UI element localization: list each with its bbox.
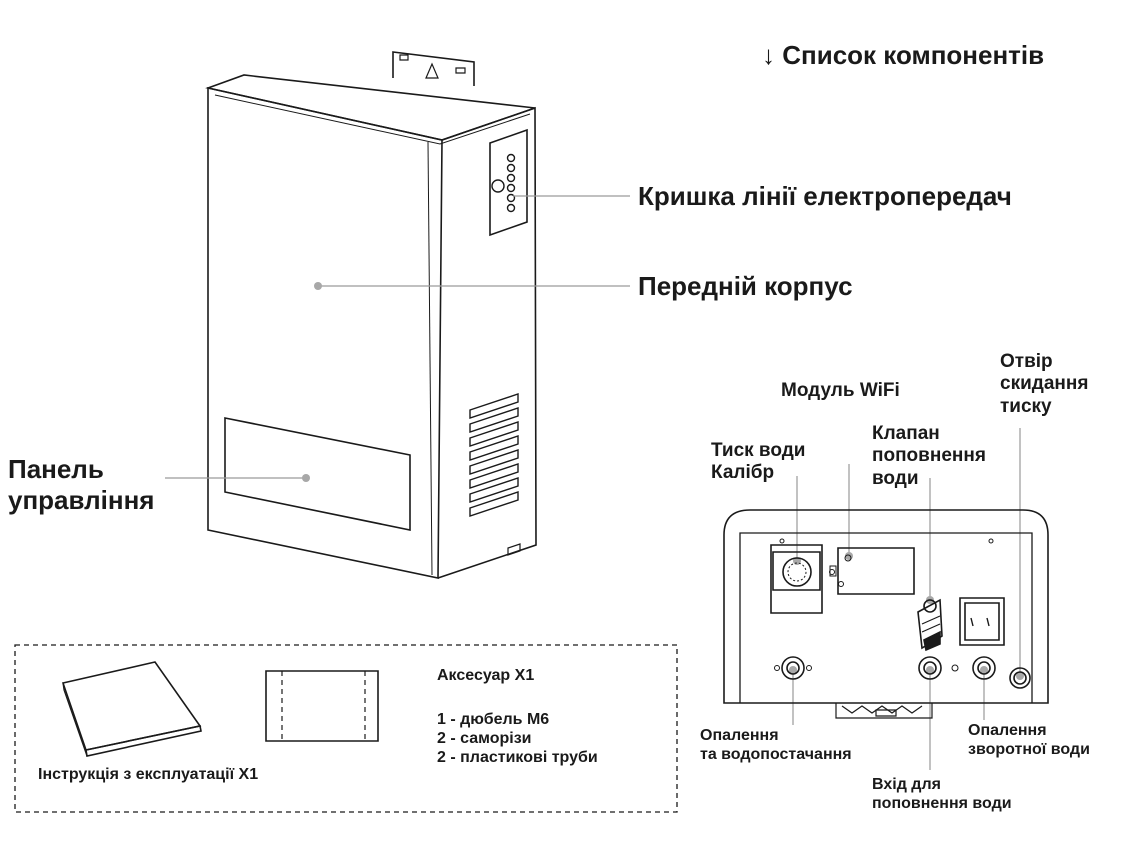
- arrow-down-icon: ↓: [762, 40, 775, 70]
- label-front-case: Передній корпус: [638, 271, 853, 301]
- side-vents: [469, 393, 519, 517]
- control-panel-window: [224, 417, 411, 531]
- accessories-box: [14, 644, 678, 813]
- label-wifi-module: Модуль WiFi: [781, 380, 900, 401]
- mounting-bracket: [392, 51, 475, 86]
- label-heating-return: Опалення зворотної води: [968, 722, 1090, 758]
- fill-valve: [917, 598, 943, 652]
- boiler-bottom-view: [723, 509, 1049, 719]
- bottom-bracket: [835, 703, 933, 719]
- side-face: [437, 106, 537, 579]
- page-title: ↓ Список компонентів: [762, 40, 1045, 70]
- accessories-heading: Аксесуар X1: [437, 667, 535, 684]
- power-line-cover: [489, 128, 528, 237]
- label-pressure-relief: Отвір скидання тиску: [1000, 351, 1089, 417]
- front-face: [207, 87, 443, 579]
- power-switch: [959, 597, 1005, 646]
- cover-knobs: [491, 153, 516, 213]
- list-item: 2 - пластикові труби: [437, 748, 598, 766]
- label-heating-supply: Опалення та водопостачання: [700, 727, 852, 763]
- list-item: 2 - саморізи: [437, 729, 532, 747]
- label-fill-valve: Клапан поповнення води: [872, 423, 986, 489]
- pressure-gauge: [770, 544, 835, 614]
- pipe-connections: [774, 656, 1031, 689]
- boiler-unit: [205, 51, 537, 579]
- label-power-line-cover: Кришка лінії електропередач: [638, 181, 1012, 211]
- manual-book-icon: [61, 661, 202, 757]
- label-control-panel: Панель управління: [8, 454, 155, 515]
- label-manual: Інструкція з експлуатації X1: [38, 766, 259, 783]
- wifi-module: [829, 547, 915, 595]
- label-pressure-gauge: Тиск води Калібр: [711, 440, 806, 484]
- accessories-list: 1 - дюбель М6 2 - саморізи 2 - пластиков…: [437, 711, 598, 768]
- list-item: 1 - дюбель М6: [437, 711, 550, 728]
- accessory-sheet-icon: [265, 670, 379, 742]
- top-face: [205, 74, 536, 141]
- leader-lines: [165, 195, 1021, 770]
- bottom-outer-frame: [723, 509, 1049, 704]
- label-fill-inlet: Вхід для поповнення води: [872, 776, 1012, 812]
